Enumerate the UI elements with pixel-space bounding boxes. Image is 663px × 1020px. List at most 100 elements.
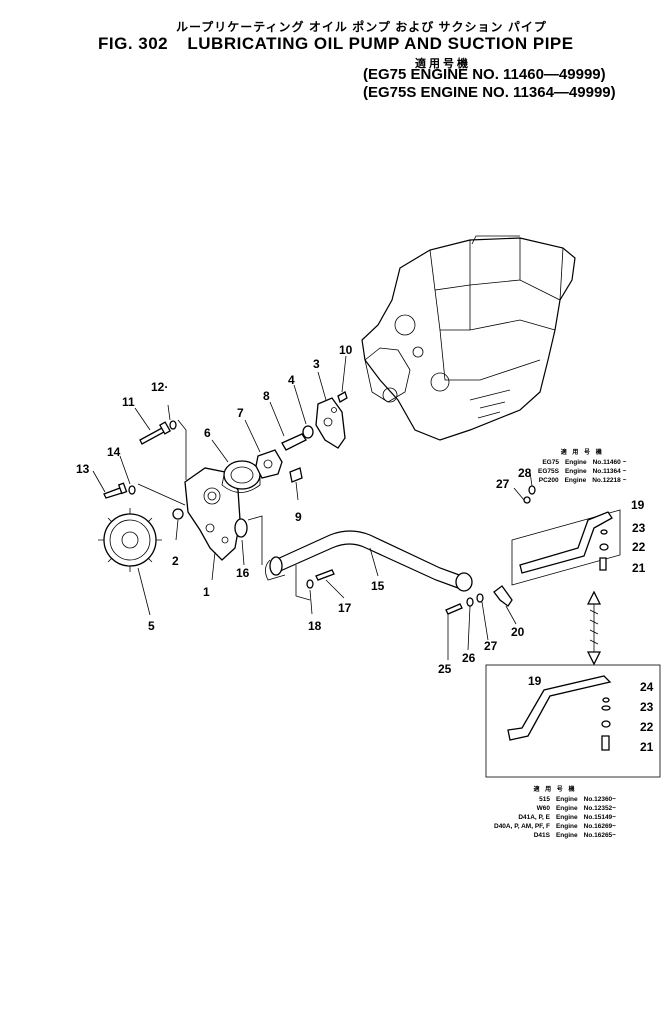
callout-28: 28 bbox=[518, 466, 532, 480]
table-model: EG75 bbox=[542, 459, 559, 466]
figure-number: FIG. 302 bbox=[98, 34, 169, 53]
lock-washer-14 bbox=[128, 485, 136, 495]
o-ring bbox=[234, 518, 248, 538]
callout-21-alt: 21 bbox=[640, 740, 654, 754]
pump-bracket bbox=[315, 397, 346, 449]
callout-21: 21 bbox=[632, 561, 646, 575]
alternative-arrow bbox=[586, 590, 602, 666]
bolt-25 bbox=[445, 603, 463, 615]
table-model: D41A, P, E bbox=[518, 814, 550, 821]
pump-gear bbox=[255, 449, 283, 479]
table-engine: Engine bbox=[555, 805, 578, 812]
table-engine: Engine bbox=[564, 477, 587, 484]
pump-shaft-washer bbox=[172, 508, 184, 520]
callout-8: 8 bbox=[263, 389, 270, 403]
table-number: No.15149~ bbox=[583, 814, 616, 821]
table-engine: Engine bbox=[555, 814, 578, 821]
table-row: W60 Engine No.12352~ bbox=[494, 804, 616, 813]
bolt-21-upper bbox=[599, 557, 607, 571]
table-row: D41A, P, E Engine No.15149~ bbox=[494, 813, 616, 822]
washer-23-upper bbox=[600, 529, 608, 535]
applicability-table-upper: 適 用 号 機 EG75 Engine No.11460 ~ EG75S Eng… bbox=[538, 449, 626, 485]
callout-26: 26 bbox=[462, 651, 476, 665]
callout-1: 1 bbox=[203, 585, 210, 599]
applicability-table-lower: 適 用 号 機 515 Engine No.12360~ W60 Engine … bbox=[494, 786, 616, 840]
figure-title: LUBRICATING OIL PUMP AND SUCTION PIPE bbox=[187, 34, 574, 53]
title-japanese: ループリケーティング オイル ポンプ および サクション パイプ bbox=[176, 20, 547, 34]
applicability-line-eg75s: (EG75S ENGINE NO. 11364—49999) bbox=[363, 84, 616, 101]
table-model: D40A, P, AM, PF, F bbox=[494, 823, 550, 830]
callout-20: 20 bbox=[511, 625, 525, 639]
washer-27-lower bbox=[476, 593, 484, 603]
table-number: No.11460 ~ bbox=[592, 459, 627, 466]
callout-19: 19 bbox=[631, 498, 645, 512]
table-number: No.12352~ bbox=[583, 805, 616, 812]
drive-gear bbox=[98, 508, 162, 572]
table-number: No.12360~ bbox=[583, 796, 616, 803]
table-row: EG75 Engine No.11460 ~ bbox=[538, 458, 626, 467]
table-row: D40A, P, AM, PF, F Engine No.16269~ bbox=[494, 822, 616, 831]
callout-6: 6 bbox=[204, 426, 211, 440]
callout-7: 7 bbox=[237, 406, 244, 420]
table-engine: Engine bbox=[555, 832, 578, 839]
pump-body bbox=[184, 467, 241, 561]
flange-bolt-17 bbox=[315, 569, 335, 581]
table-engine: Engine bbox=[564, 468, 587, 475]
table-engine: Engine bbox=[555, 823, 578, 830]
table-number: No.16269~ bbox=[583, 823, 616, 830]
table-model: PC200 bbox=[538, 477, 559, 484]
table-row: D41S Engine No.16265~ bbox=[494, 831, 616, 840]
shaft-bushing bbox=[302, 425, 314, 439]
callout-17: 17 bbox=[338, 601, 352, 615]
callout-18: 18 bbox=[308, 619, 322, 633]
applicability-label-japanese: 適用号機 bbox=[415, 58, 471, 70]
callout-27-lower: 27 bbox=[484, 639, 498, 653]
table-model: EG75S bbox=[538, 468, 559, 475]
pump-shaft bbox=[281, 433, 307, 451]
callout-23: 23 bbox=[632, 521, 646, 535]
table-row: 515 Engine No.12360~ bbox=[494, 795, 616, 804]
leader-lines bbox=[92, 355, 533, 660]
callout-12: 12· bbox=[151, 380, 168, 394]
table-number: No.16265~ bbox=[583, 832, 616, 839]
table-number: No.12218 ~ bbox=[592, 477, 627, 484]
callout-3: 3 bbox=[313, 357, 320, 371]
table-heading: 適 用 号 機 bbox=[560, 450, 604, 456]
table-row: EG75S Engine No.11364 ~ bbox=[538, 467, 626, 476]
washer-26 bbox=[466, 597, 474, 607]
table-engine: Engine bbox=[555, 796, 578, 803]
callout-13: 13 bbox=[76, 462, 90, 476]
callout-2: 2 bbox=[172, 554, 179, 568]
figure-title-line: FIG. 302 LUBRICATING OIL PUMP AND SUCTIO… bbox=[98, 34, 574, 54]
callout-10: 10 bbox=[339, 343, 353, 357]
table-model: 515 bbox=[539, 796, 550, 803]
callout-4: 4 bbox=[288, 373, 295, 387]
locating-pin bbox=[337, 391, 348, 403]
dowel-pin bbox=[289, 467, 303, 483]
callout-23-alt: 23 bbox=[640, 700, 654, 714]
callout-14: 14 bbox=[107, 445, 121, 459]
pipe-clamp bbox=[493, 585, 513, 607]
callout-19-alt: 19 bbox=[528, 674, 542, 688]
callout-25: 25 bbox=[438, 662, 452, 676]
washer-18 bbox=[306, 579, 314, 589]
callout-9: 9 bbox=[295, 510, 302, 524]
callout-22: 22 bbox=[632, 540, 646, 554]
bracket-alternative bbox=[485, 664, 661, 778]
applicability-line-eg75: (EG75 ENGINE NO. 11460—49999) bbox=[363, 66, 606, 83]
washer-22-upper bbox=[599, 543, 609, 551]
table-model: D41S bbox=[533, 832, 550, 839]
table-number: No.11364 ~ bbox=[592, 468, 627, 475]
table-row: PC200 Engine No.12218 ~ bbox=[538, 476, 627, 485]
engine-block-drawing bbox=[361, 235, 576, 441]
table-model: W60 bbox=[536, 805, 550, 812]
callout-5: 5 bbox=[148, 619, 155, 633]
callout-11: 11 bbox=[122, 395, 135, 409]
bracket-upper bbox=[511, 509, 621, 586]
washer-27-upper bbox=[523, 496, 531, 504]
callout-15: 15 bbox=[371, 579, 385, 593]
table-heading: 適 用 号 機 bbox=[533, 787, 577, 793]
table-engine: Engine bbox=[564, 459, 587, 466]
lock-washer-12 bbox=[169, 420, 177, 430]
